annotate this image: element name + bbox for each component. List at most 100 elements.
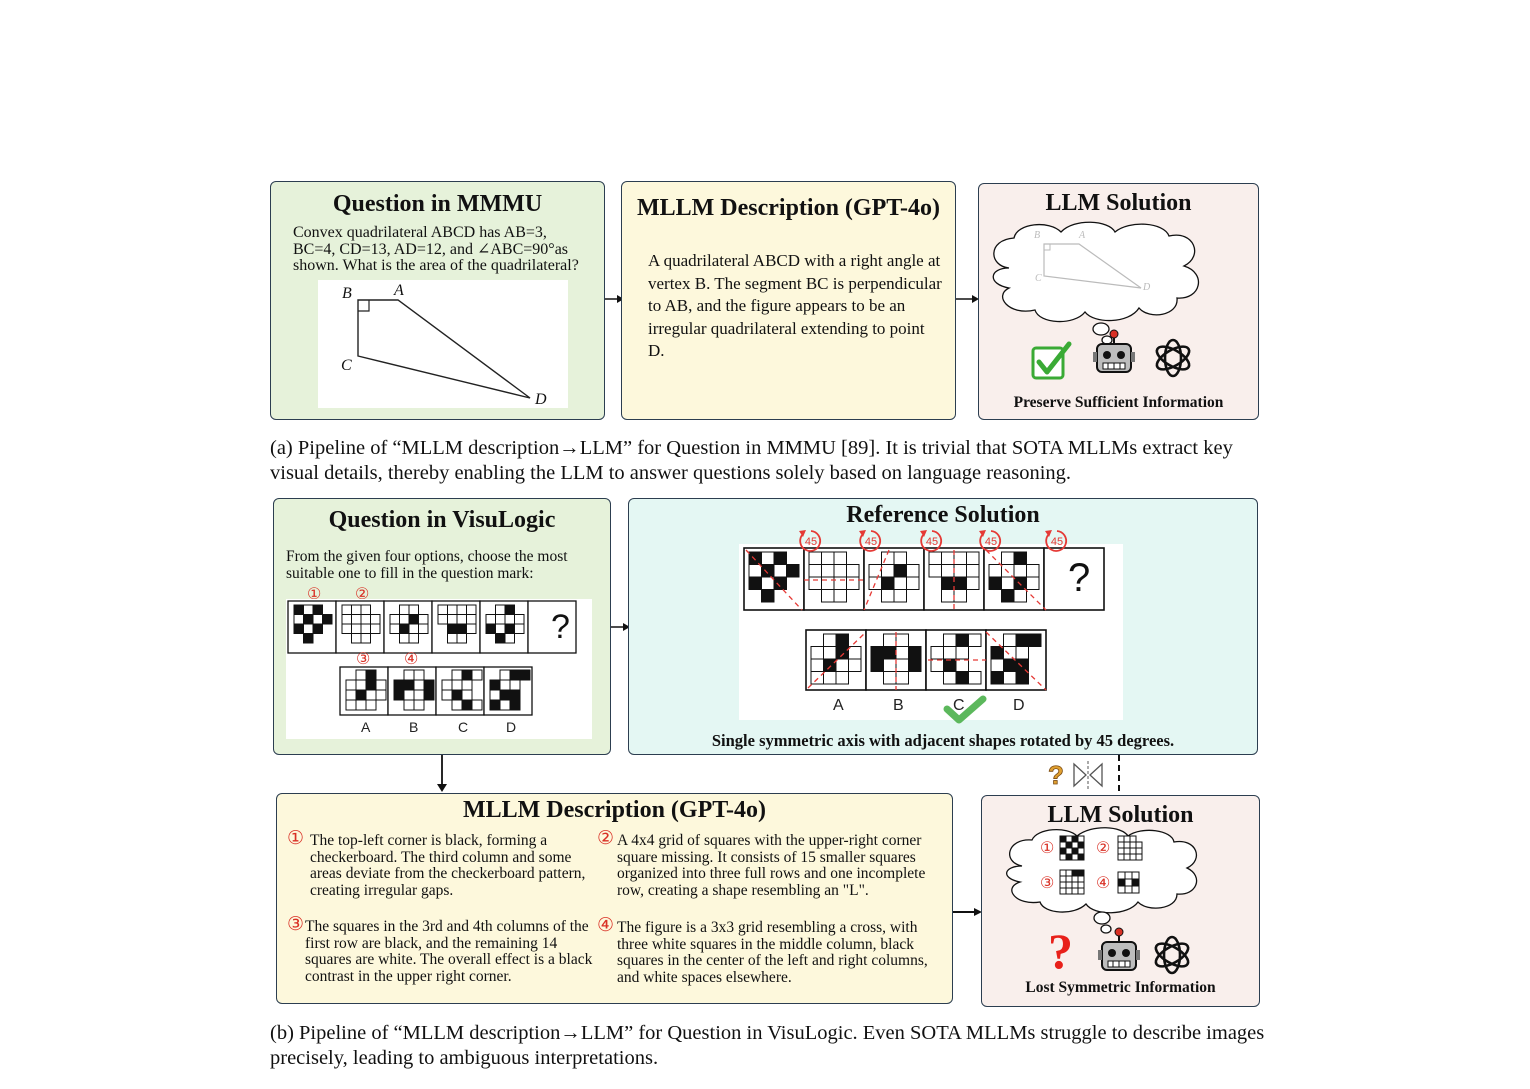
visulogic-solution-title: LLM Solution (1047, 802, 1194, 828)
puzzle-figure (286, 599, 592, 739)
rotate-45-icon: 45 (1045, 530, 1068, 552)
option-figure (489, 669, 531, 711)
cloud-label-a: A (1079, 230, 1086, 241)
mmmu-description-panel: MLLM Description (GPT-4o) A quadrilatera… (621, 181, 956, 420)
visulogic-solution-footer: Lost Symmetric Information (1025, 979, 1216, 996)
symmetry-axis-line (745, 549, 803, 611)
symmetry-axis-line (807, 631, 867, 689)
mmmu-description-text: A quadrilateral ABCD with a right angle … (648, 251, 942, 360)
arrow-question-to-description (605, 295, 624, 303)
symmetry-axis-line (863, 549, 890, 611)
rotate-45-icon: 45 (799, 530, 822, 552)
option-figure (345, 669, 387, 711)
mmmu-solution-title: LLM Solution (1045, 190, 1192, 216)
robot-icon-b (1098, 927, 1140, 971)
item-2-text: A 4x4 grid of squares with the upper-rig… (617, 832, 926, 899)
ref-option-d-label: D (1013, 697, 1025, 714)
mmmu-question-text: Convex quadrilateral ABCD has AB=3, BC=4… (293, 224, 579, 274)
item-4-marker: ④ (597, 915, 615, 936)
ref-question-mark: ? (1068, 556, 1091, 600)
ref-option-a-label: A (833, 697, 844, 714)
visulogic-llm-solution-panel: LLM Solution ① ② ③ ④ ? Lost Symmetric In… (981, 795, 1260, 1007)
reference-option-figure (870, 633, 922, 685)
cloud-grids (1059, 835, 1143, 895)
visulogic-description-panel: MLLM Description (GPT-4o) ① The top-left… (276, 793, 953, 1004)
visulogic-question-text: From the given four options, choose the … (286, 548, 568, 582)
cloud-grid-1 (1059, 835, 1085, 861)
reference-option-figure (930, 633, 982, 685)
option-figure (393, 669, 435, 711)
cloud-marker-4: ④ (1096, 875, 1111, 892)
cloud-marker-2: ② (1096, 840, 1111, 857)
sequence-figure (389, 604, 429, 644)
openai-logo-icon (1155, 338, 1191, 378)
rotation-label: 45 (985, 536, 997, 548)
rotate-45-icon: 45 (920, 530, 943, 552)
reference-sequence-figure (808, 551, 860, 603)
symmetry-axis-line (985, 631, 1047, 691)
rotation-label: 45 (1051, 536, 1063, 548)
rotate-45-icon: 45 (859, 530, 882, 552)
caption-b: (b) Pipeline of “MLLM description→LLM” f… (270, 1022, 1265, 1069)
marker-1: ① (307, 586, 322, 603)
sequence-figure (485, 604, 525, 644)
item-4-text: The figure is a 3x3 grid resembling a cr… (617, 919, 928, 986)
reference-cell (1043, 547, 1105, 611)
cloud-marker-1: ① (1040, 840, 1055, 857)
arrow-question-to-reference (611, 623, 630, 631)
cloud-grid-4 (1117, 871, 1140, 894)
reference-sequence-figure (748, 551, 800, 603)
reference-sequence-figure (928, 551, 980, 603)
sequence-figure (293, 604, 333, 644)
openai-logo-icon-b (1154, 935, 1190, 975)
item-2-marker: ② (597, 828, 615, 849)
dashed-connector (1118, 755, 1120, 797)
cloud-grid-3 (1059, 869, 1085, 895)
rotation-label: 45 (865, 536, 877, 548)
reference-sequence-figure (988, 551, 1040, 603)
reference-option-figure (810, 633, 862, 685)
green-check-icon (1031, 341, 1072, 380)
quadrilateral-drawing (357, 299, 531, 399)
mismatch-symmetry-icon: ? (1048, 760, 1103, 790)
mmmu-llm-solution-panel: LLM Solution B A C D Preserve Sufficient… (978, 183, 1259, 420)
reference-sequence-figure (868, 551, 920, 603)
ref-option-c-label: C (953, 697, 965, 714)
reference-grid-drawing (743, 547, 1105, 691)
cloud-label-b: B (1034, 230, 1041, 241)
cloud-label-d: D (1143, 282, 1151, 293)
robot-icon (1093, 329, 1135, 373)
option-a-label: A (361, 719, 371, 735)
sequence-figure (437, 604, 477, 644)
puzzle-grid-drawing (287, 600, 577, 716)
reference-footer: Single symmetric axis with adjacent shap… (711, 731, 1175, 750)
item-1-text: The top-left corner is black, forming a … (310, 832, 586, 899)
vertex-label-d: D (535, 391, 547, 408)
caption-a: (a) Pipeline of “MLLM description→LLM” f… (270, 437, 1233, 484)
vertex-label-b: B (342, 285, 352, 302)
marker-4: ④ (404, 651, 419, 668)
option-d-label: D (506, 719, 517, 735)
reference-option-figure (990, 633, 1042, 685)
vertex-label-a: A (394, 282, 404, 299)
marker-2: ② (355, 586, 370, 603)
rotation-label: 45 (926, 536, 938, 548)
rotation-label: 45 (805, 536, 817, 548)
cloud-grid-2 (1117, 835, 1143, 861)
ref-option-b-label: B (893, 697, 904, 714)
arrow-description-to-solution (956, 295, 979, 303)
item-3-text: The squares in the 3rd and 4th columns o… (305, 918, 593, 985)
sequence-figure (341, 604, 381, 644)
mmmu-question-panel: Question in MMMU Convex quadrilateral AB… (270, 181, 605, 420)
quadrilateral-figure: B A C D (318, 280, 568, 408)
mmmu-description-title: MLLM Description (GPT-4o) (636, 195, 941, 221)
mmmu-solution-footer: Preserve Sufficient Information (1013, 394, 1224, 411)
question-mark: ? (551, 608, 570, 646)
rotate-45-icon: 45 (979, 530, 1002, 552)
red-question-icon: ? (1048, 923, 1073, 979)
option-b-label: B (409, 719, 419, 735)
item-1-marker: ① (287, 828, 305, 849)
reference-solution-title: Reference Solution (846, 502, 1040, 528)
cloud-marker-3: ③ (1040, 875, 1055, 892)
